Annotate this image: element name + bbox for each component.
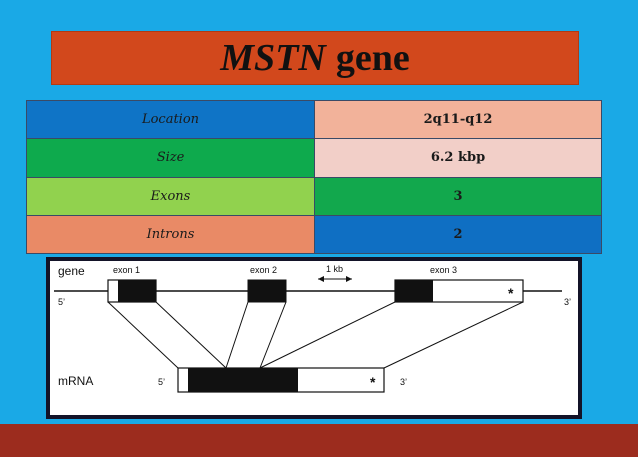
introns-value: 2: [314, 214, 602, 255]
mrna-label: mRNA: [58, 374, 93, 388]
exons-label: Exons: [26, 176, 315, 216]
gene-exon-1: [107, 279, 157, 303]
gene-structure-figure: gene exon 1 exon 2 exon 3 1 kb 5’ 3’ *: [46, 257, 582, 419]
gene-three-prime-label: 3’: [564, 297, 571, 307]
table-row-exons: Exons 3: [26, 176, 602, 216]
scale-bar-arrow: [318, 276, 352, 282]
exon-3-label: exon 3: [430, 265, 457, 275]
size-value: 6.2 kbp: [314, 138, 602, 178]
table-row-location: Location 2q11-q12: [26, 99, 602, 140]
exons-value: 3: [314, 176, 602, 216]
gene-exon-2: [247, 279, 287, 303]
size-label: Size: [26, 138, 315, 178]
table-row-size: Size 6.2 kbp: [26, 138, 602, 178]
exon-2-label: exon 2: [250, 265, 277, 275]
gene-structure-diagram: gene exon 1 exon 2 exon 3 1 kb 5’ 3’ *: [50, 261, 578, 415]
mrna-three-prime-label: 3’: [400, 377, 407, 387]
gene-exon-3: *: [394, 279, 524, 303]
title-banner: MSTN gene: [51, 31, 579, 85]
scale-bar-label: 1 kb: [326, 264, 343, 274]
gene-symbol: MSTN: [220, 37, 326, 79]
title-suffix: gene: [335, 37, 410, 79]
gene-five-prime-label: 5’: [58, 297, 65, 307]
bottom-decorative-bar: [0, 424, 638, 457]
mrna-five-prime-label: 5’: [158, 377, 165, 387]
gene-info-table: Location 2q11-q12 Size 6.2 kbp Exons 3 I…: [26, 99, 602, 255]
location-value: 2q11-q12: [314, 99, 602, 140]
introns-label: Introns: [26, 214, 315, 255]
location-label: Location: [26, 99, 315, 140]
table-row-introns: Introns 2: [26, 214, 602, 255]
mrna-stop-marker: *: [370, 374, 376, 390]
mrna-transcript: *: [177, 367, 385, 393]
gene-label: gene: [58, 264, 85, 278]
gene-stop-marker: *: [508, 285, 514, 301]
splice-connector-lines: [107, 301, 524, 369]
exon-1-label: exon 1: [113, 265, 140, 275]
